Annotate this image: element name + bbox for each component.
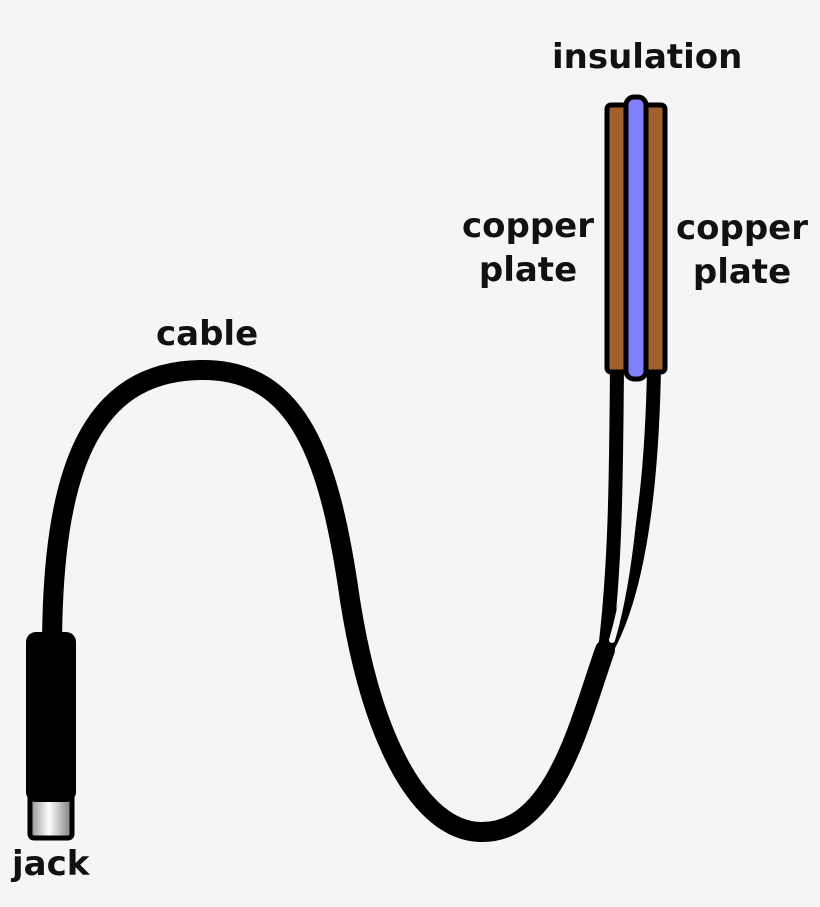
copper-plate-right-label: copper plate xyxy=(670,206,814,294)
copper-plate-left-label-line2: plate xyxy=(478,250,578,290)
copper-plate-right-label-line2: plate xyxy=(692,252,792,292)
copper-plate-right-label-line1: copper xyxy=(675,208,808,248)
jack-body xyxy=(26,632,76,802)
insulation-layer xyxy=(623,94,649,382)
copper-plate-left-label-line1: copper xyxy=(461,206,594,246)
jack-label: jack xyxy=(12,844,90,884)
insulation-label: insulation xyxy=(552,37,743,77)
copper-plate-left-label: copper plate xyxy=(458,204,598,292)
wire-left xyxy=(598,361,624,657)
cable-wire xyxy=(42,359,615,843)
cable-label: cable xyxy=(156,314,259,354)
wire-gap xyxy=(609,367,644,643)
